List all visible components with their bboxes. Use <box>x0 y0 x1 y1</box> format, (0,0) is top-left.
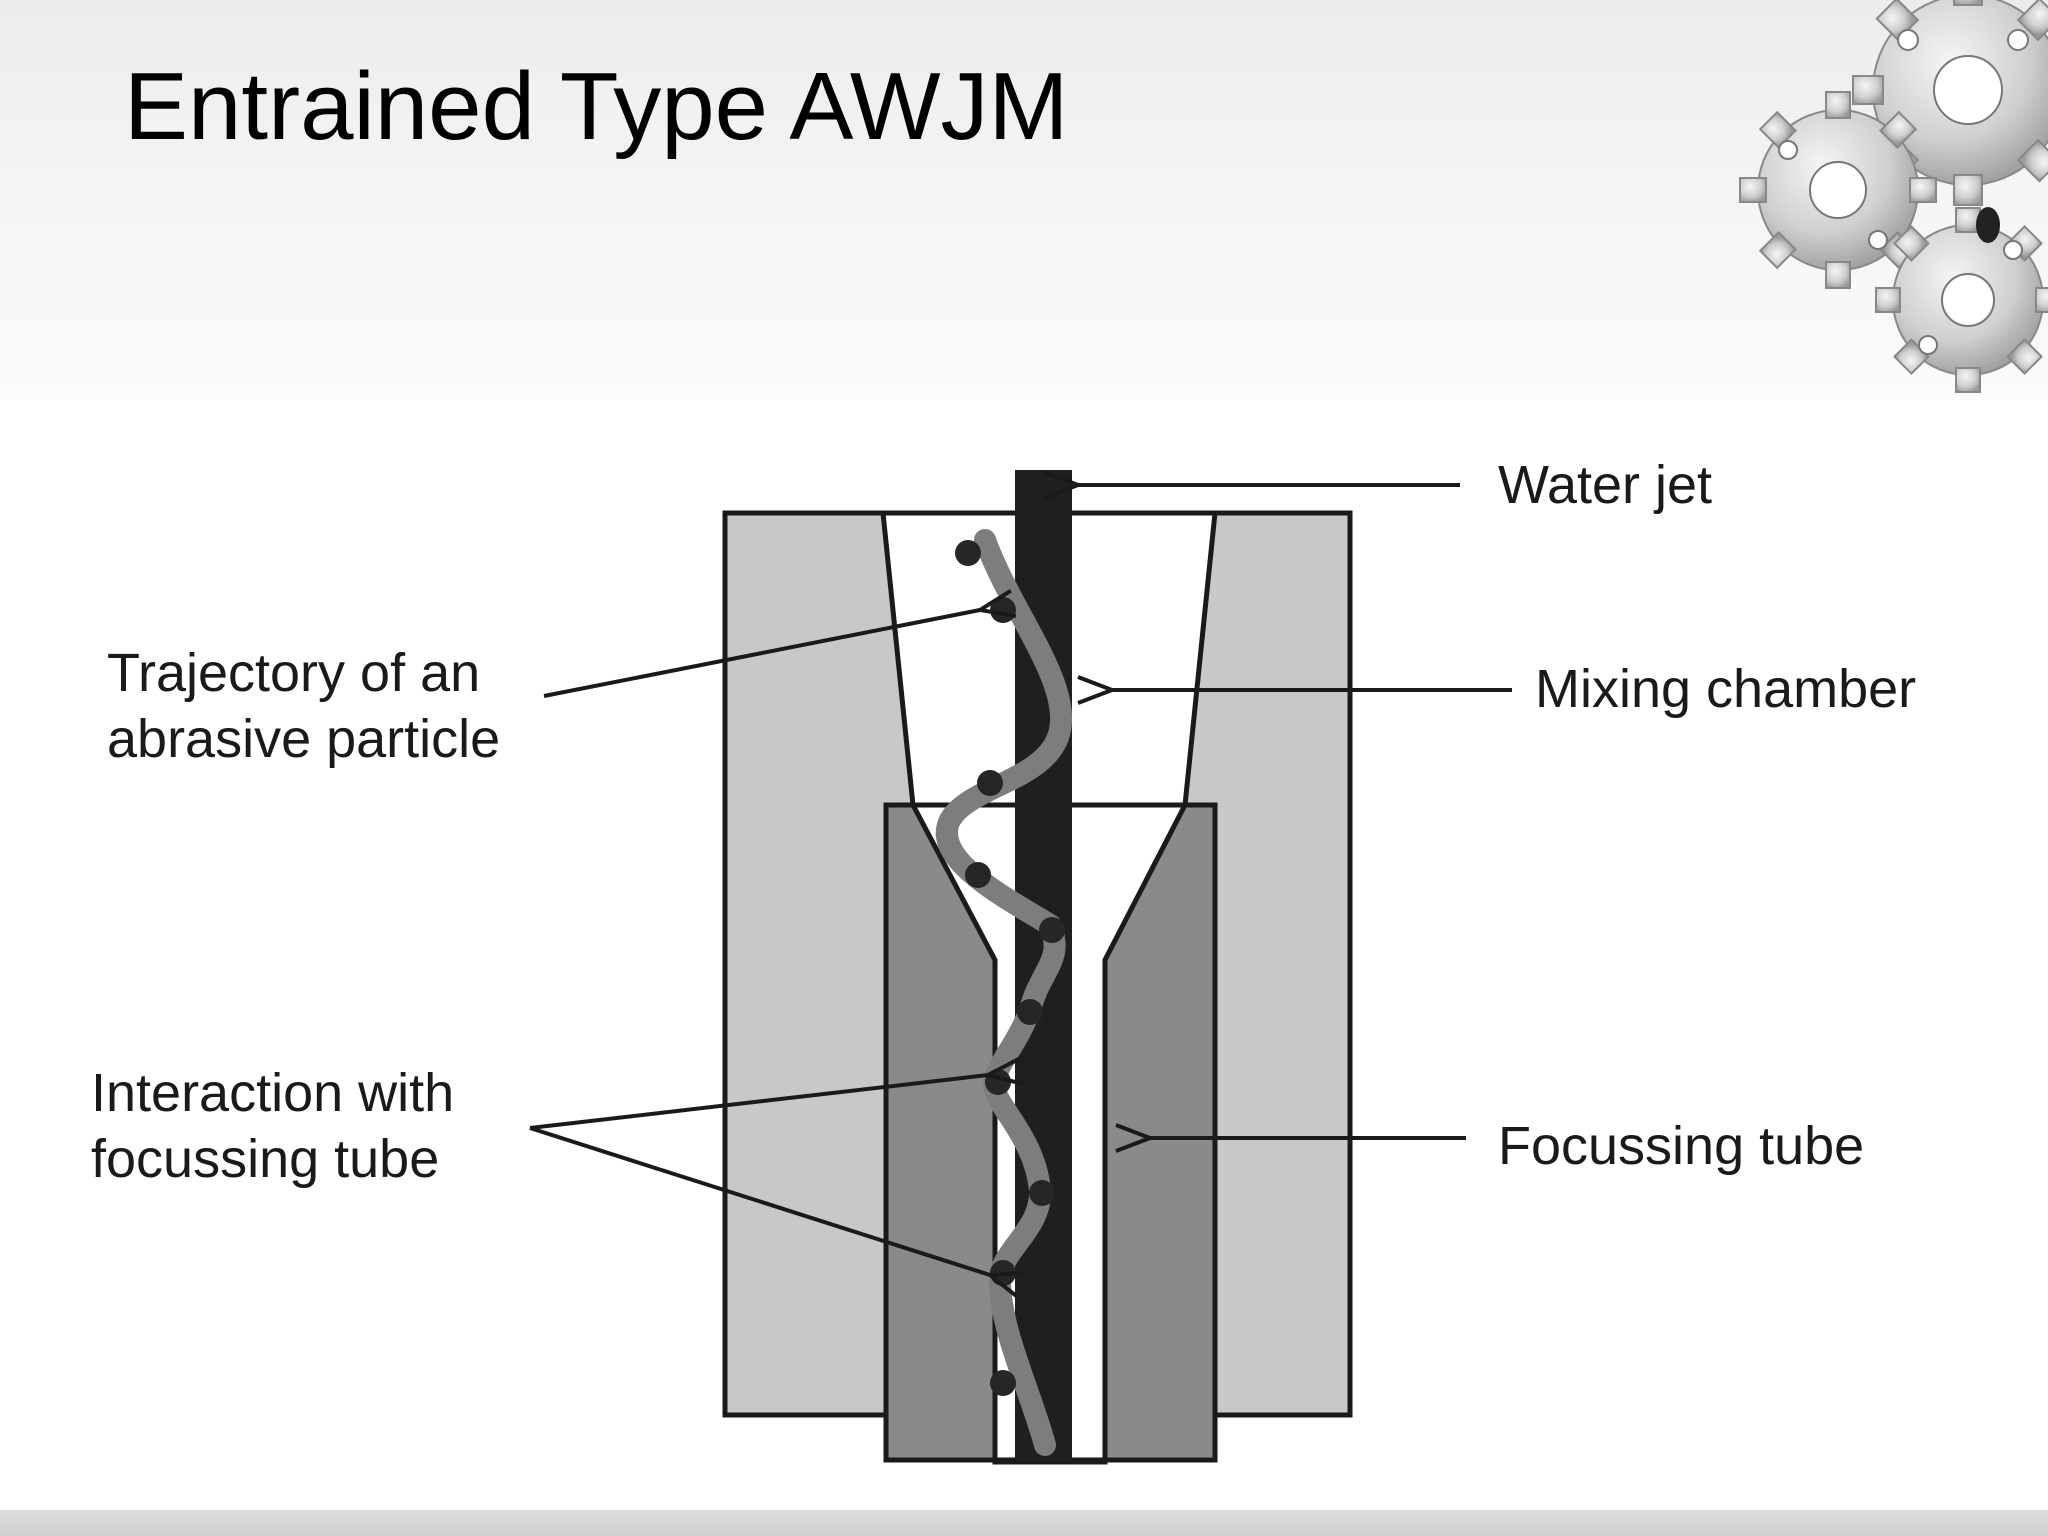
particle <box>990 597 1016 623</box>
particle <box>1029 1180 1055 1206</box>
particle <box>990 1370 1016 1396</box>
label-mixing-chamber: Mixing chamber <box>1535 659 1917 719</box>
label-focussing-tube: Focussing tube <box>1498 1116 1865 1176</box>
label-trajectory-line1: Trajectory of an <box>107 643 481 703</box>
label-trajectory-line2: abrasive particle <box>107 709 501 769</box>
trajectory-arrow <box>543 610 980 698</box>
slide-title: Entrained Type AWJM <box>124 53 1069 160</box>
awjm-nozzle-diagram <box>529 470 1512 1465</box>
particle <box>990 1260 1016 1286</box>
gears-decoration-icon <box>1739 0 2048 393</box>
footer-band <box>0 1510 2048 1536</box>
interaction-arrow-lower <box>529 1126 990 1275</box>
particle <box>977 770 1003 796</box>
particle <box>1039 917 1065 943</box>
label-water-jet: Water jet <box>1498 455 1713 515</box>
particle <box>985 1069 1011 1095</box>
interaction-arrow-upper <box>529 1075 988 1130</box>
particle <box>965 862 991 888</box>
header-band <box>0 0 2048 400</box>
label-interaction-line2: focussing tube <box>91 1129 440 1189</box>
label-interaction-line1: Interaction with <box>91 1063 455 1123</box>
particle <box>955 540 981 566</box>
particle <box>1017 999 1043 1025</box>
